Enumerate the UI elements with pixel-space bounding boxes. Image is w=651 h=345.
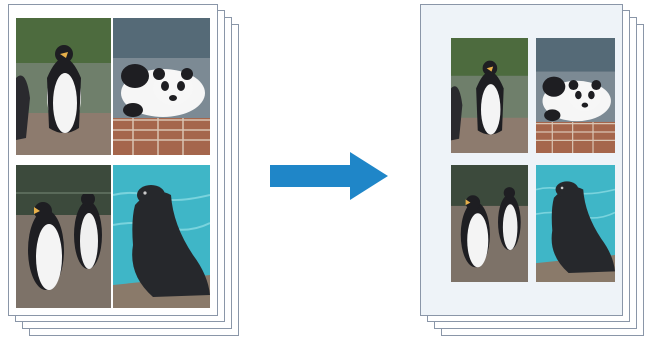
photo-panda-lying: [536, 38, 615, 153]
photo-penguin-standing: [16, 18, 111, 155]
source-page-stack: [0, 0, 260, 345]
arrow-right-icon: [268, 150, 390, 202]
photo-penguins-group: [16, 165, 111, 308]
photo-panda-lying: [113, 18, 210, 155]
photo-sea-lion: [536, 165, 615, 282]
photo-penguin-standing: [451, 38, 528, 153]
result-page-stack: [405, 0, 651, 345]
photo-sea-lion: [113, 165, 210, 308]
source-page: [8, 4, 218, 316]
result-page: [420, 4, 623, 316]
photo-penguins-group: [451, 165, 528, 282]
